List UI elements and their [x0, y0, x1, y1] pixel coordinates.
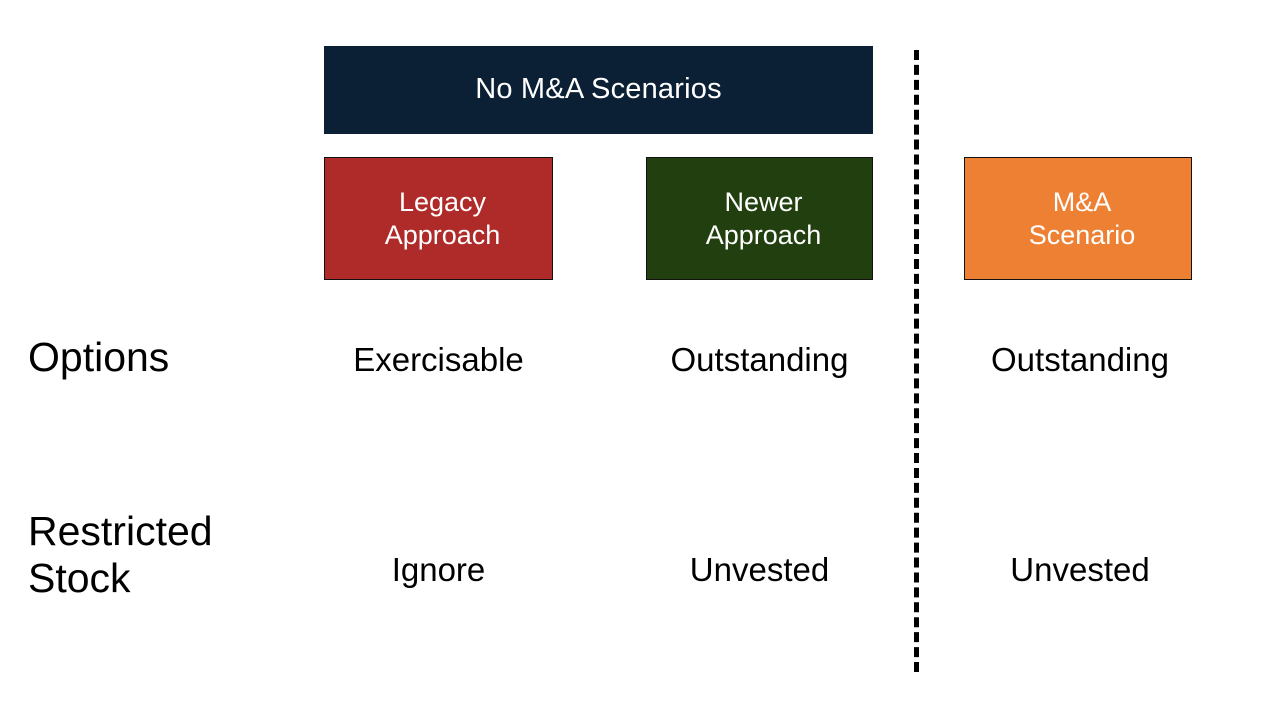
- cell-options-newer-approach: Outstanding: [670, 341, 849, 378]
- cell-restricted-stock-legacy-approach: Ignore: [391, 551, 486, 588]
- column-header-legacy-approach-line2: Approach: [384, 219, 501, 250]
- cell-options-mna-scenario: Outstanding: [991, 341, 1169, 378]
- cell-restricted-stock-mna-scenario: Unvested: [1010, 551, 1150, 588]
- column-header-newer-approach-line2: Approach: [705, 219, 822, 250]
- row-label-restricted-stock-line1: Restricted: [28, 508, 213, 554]
- column-header-newer-approach-line1: Newer: [724, 186, 803, 217]
- cell-restricted-stock-newer-approach: Unvested: [689, 551, 830, 588]
- column-header-mna-scenario-line2: Scenario: [1028, 219, 1136, 250]
- cell-options-legacy-approach: Exercisable: [353, 341, 524, 378]
- row-label-restricted-stock-line2: Stock: [28, 554, 131, 601]
- row-label-options: Options: [28, 334, 170, 380]
- group-header-label: No M&A Scenarios: [475, 73, 722, 106]
- column-header-legacy-approach-line1: Legacy: [398, 186, 487, 217]
- group-header-no-mna-scenarios: No M&A Scenarios: [324, 46, 873, 134]
- column-header-mna-scenario-line1: M&A: [1052, 186, 1112, 217]
- dashed-vertical-divider: [914, 50, 919, 672]
